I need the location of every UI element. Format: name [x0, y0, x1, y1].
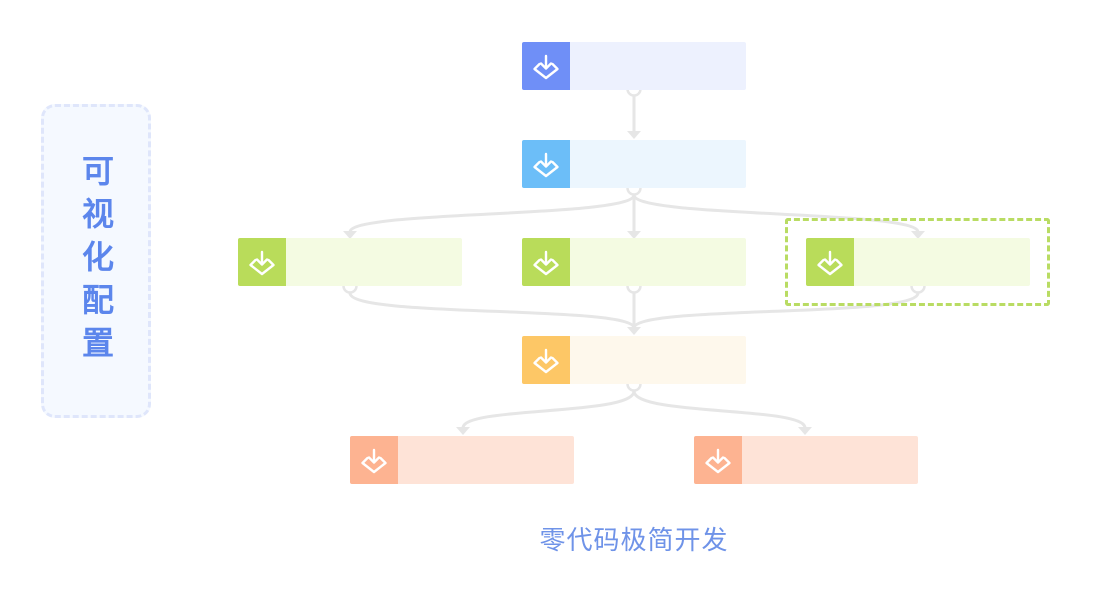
connector-merge-endright: [632, 389, 807, 430]
flow-node-branch-center[interactable]: [522, 238, 746, 286]
arrowhead: [798, 427, 812, 435]
download-icon: [694, 436, 742, 484]
side-panel: 可视化配置: [41, 104, 151, 418]
flow-node-step-2[interactable]: [522, 140, 746, 188]
node-selection-outline: [785, 218, 1050, 306]
node-body: [854, 238, 1030, 286]
connector-step2-left: [348, 193, 636, 234]
node-body: [570, 336, 746, 384]
flow-node-end-right[interactable]: [694, 436, 918, 484]
flow-node-start[interactable]: [522, 42, 746, 90]
caption: 零代码极简开发: [539, 526, 729, 556]
connector-merge-endleft: [461, 389, 636, 430]
node-body: [570, 140, 746, 188]
node-body: [742, 436, 918, 484]
arrowhead: [456, 427, 470, 435]
arrowhead: [343, 231, 357, 239]
node-body: [286, 238, 462, 286]
download-icon: [522, 140, 570, 188]
download-icon: [522, 238, 570, 286]
node-body: [398, 436, 574, 484]
connector-right-merge: [632, 291, 920, 330]
flow-node-merge[interactable]: [522, 336, 746, 384]
download-icon: [238, 238, 286, 286]
node-body: [570, 238, 746, 286]
flow-node-end-left[interactable]: [350, 436, 574, 484]
download-icon: [806, 238, 854, 286]
node-body: [570, 42, 746, 90]
connector-left-merge: [348, 291, 636, 330]
flow-node-branch-right[interactable]: [806, 238, 1030, 286]
download-icon: [522, 42, 570, 90]
arrowhead: [627, 231, 641, 239]
arrowhead: [627, 131, 641, 139]
download-icon: [522, 336, 570, 384]
flow-node-branch-left[interactable]: [238, 238, 462, 286]
side-panel-title: 可视化配置: [77, 153, 115, 369]
connector-step2-right: [632, 193, 920, 234]
arrowhead: [627, 327, 641, 335]
download-icon: [350, 436, 398, 484]
arrowhead: [911, 231, 925, 239]
